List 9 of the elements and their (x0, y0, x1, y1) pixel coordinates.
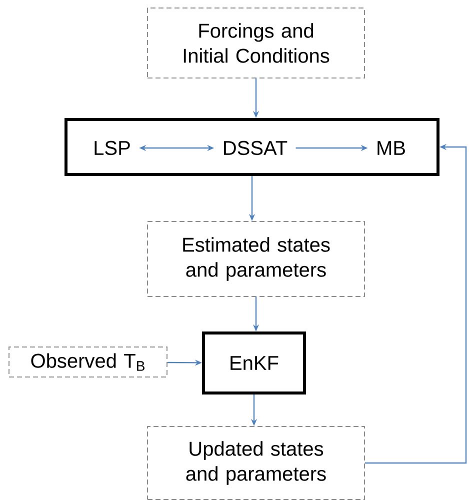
model-label: MB (378, 141, 405, 155)
dashed-box: Observed T$_{B}$ (8, 346, 168, 378)
model-box (64, 118, 440, 176)
model-label: DSSAT (224, 140, 288, 156)
model-label: LSP (94, 140, 130, 156)
dashed-box: Estimated states and parameters (147, 221, 365, 297)
process-box: EnKF (202, 332, 306, 394)
dashed-box: Updated states and parameters (147, 426, 365, 500)
dashed-box: Forcings and Initial Conditions (147, 8, 365, 78)
